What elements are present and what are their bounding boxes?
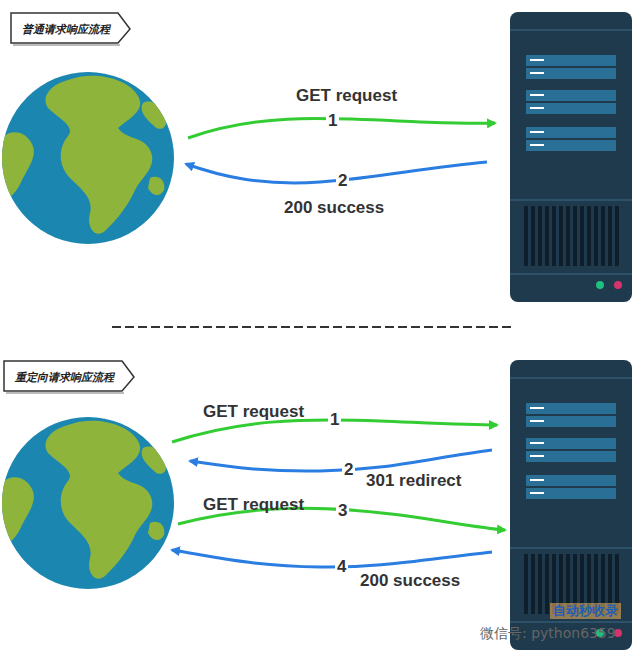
step-number: 1 — [328, 411, 341, 430]
step-number: 2 — [342, 461, 355, 480]
globe-icon — [0, 417, 174, 589]
step-number: 3 — [336, 502, 349, 521]
request-arrow — [188, 118, 495, 138]
arrow-label: 301 redirect — [366, 472, 461, 491]
arrow-label: GET request — [296, 87, 397, 106]
server-icon — [510, 360, 632, 650]
response-arrow — [172, 550, 492, 567]
section-title: 普通请求响应流程 — [22, 22, 110, 37]
step-number: 4 — [335, 558, 348, 577]
arrow-label: GET request — [203, 403, 304, 422]
section-tag: 普通请求响应流程 — [10, 12, 132, 46]
divider-line — [112, 326, 512, 328]
section-title: 重定向请求响应流程 — [15, 370, 114, 385]
globe-icon — [0, 72, 174, 244]
arrow-label: 200 success — [284, 199, 384, 218]
response-arrow — [190, 450, 492, 471]
step-number: 1 — [326, 112, 339, 131]
section-tag: 重定向请求响应流程 — [3, 360, 136, 394]
arrow-label: 200 success — [360, 572, 460, 591]
arrow-label: GET request — [203, 496, 304, 515]
server-icon — [510, 12, 632, 302]
watermark: 微信号: python6359 — [480, 626, 616, 641]
step-number: 2 — [336, 172, 349, 191]
watermark-logo: 自动秒收录 — [550, 603, 621, 619]
